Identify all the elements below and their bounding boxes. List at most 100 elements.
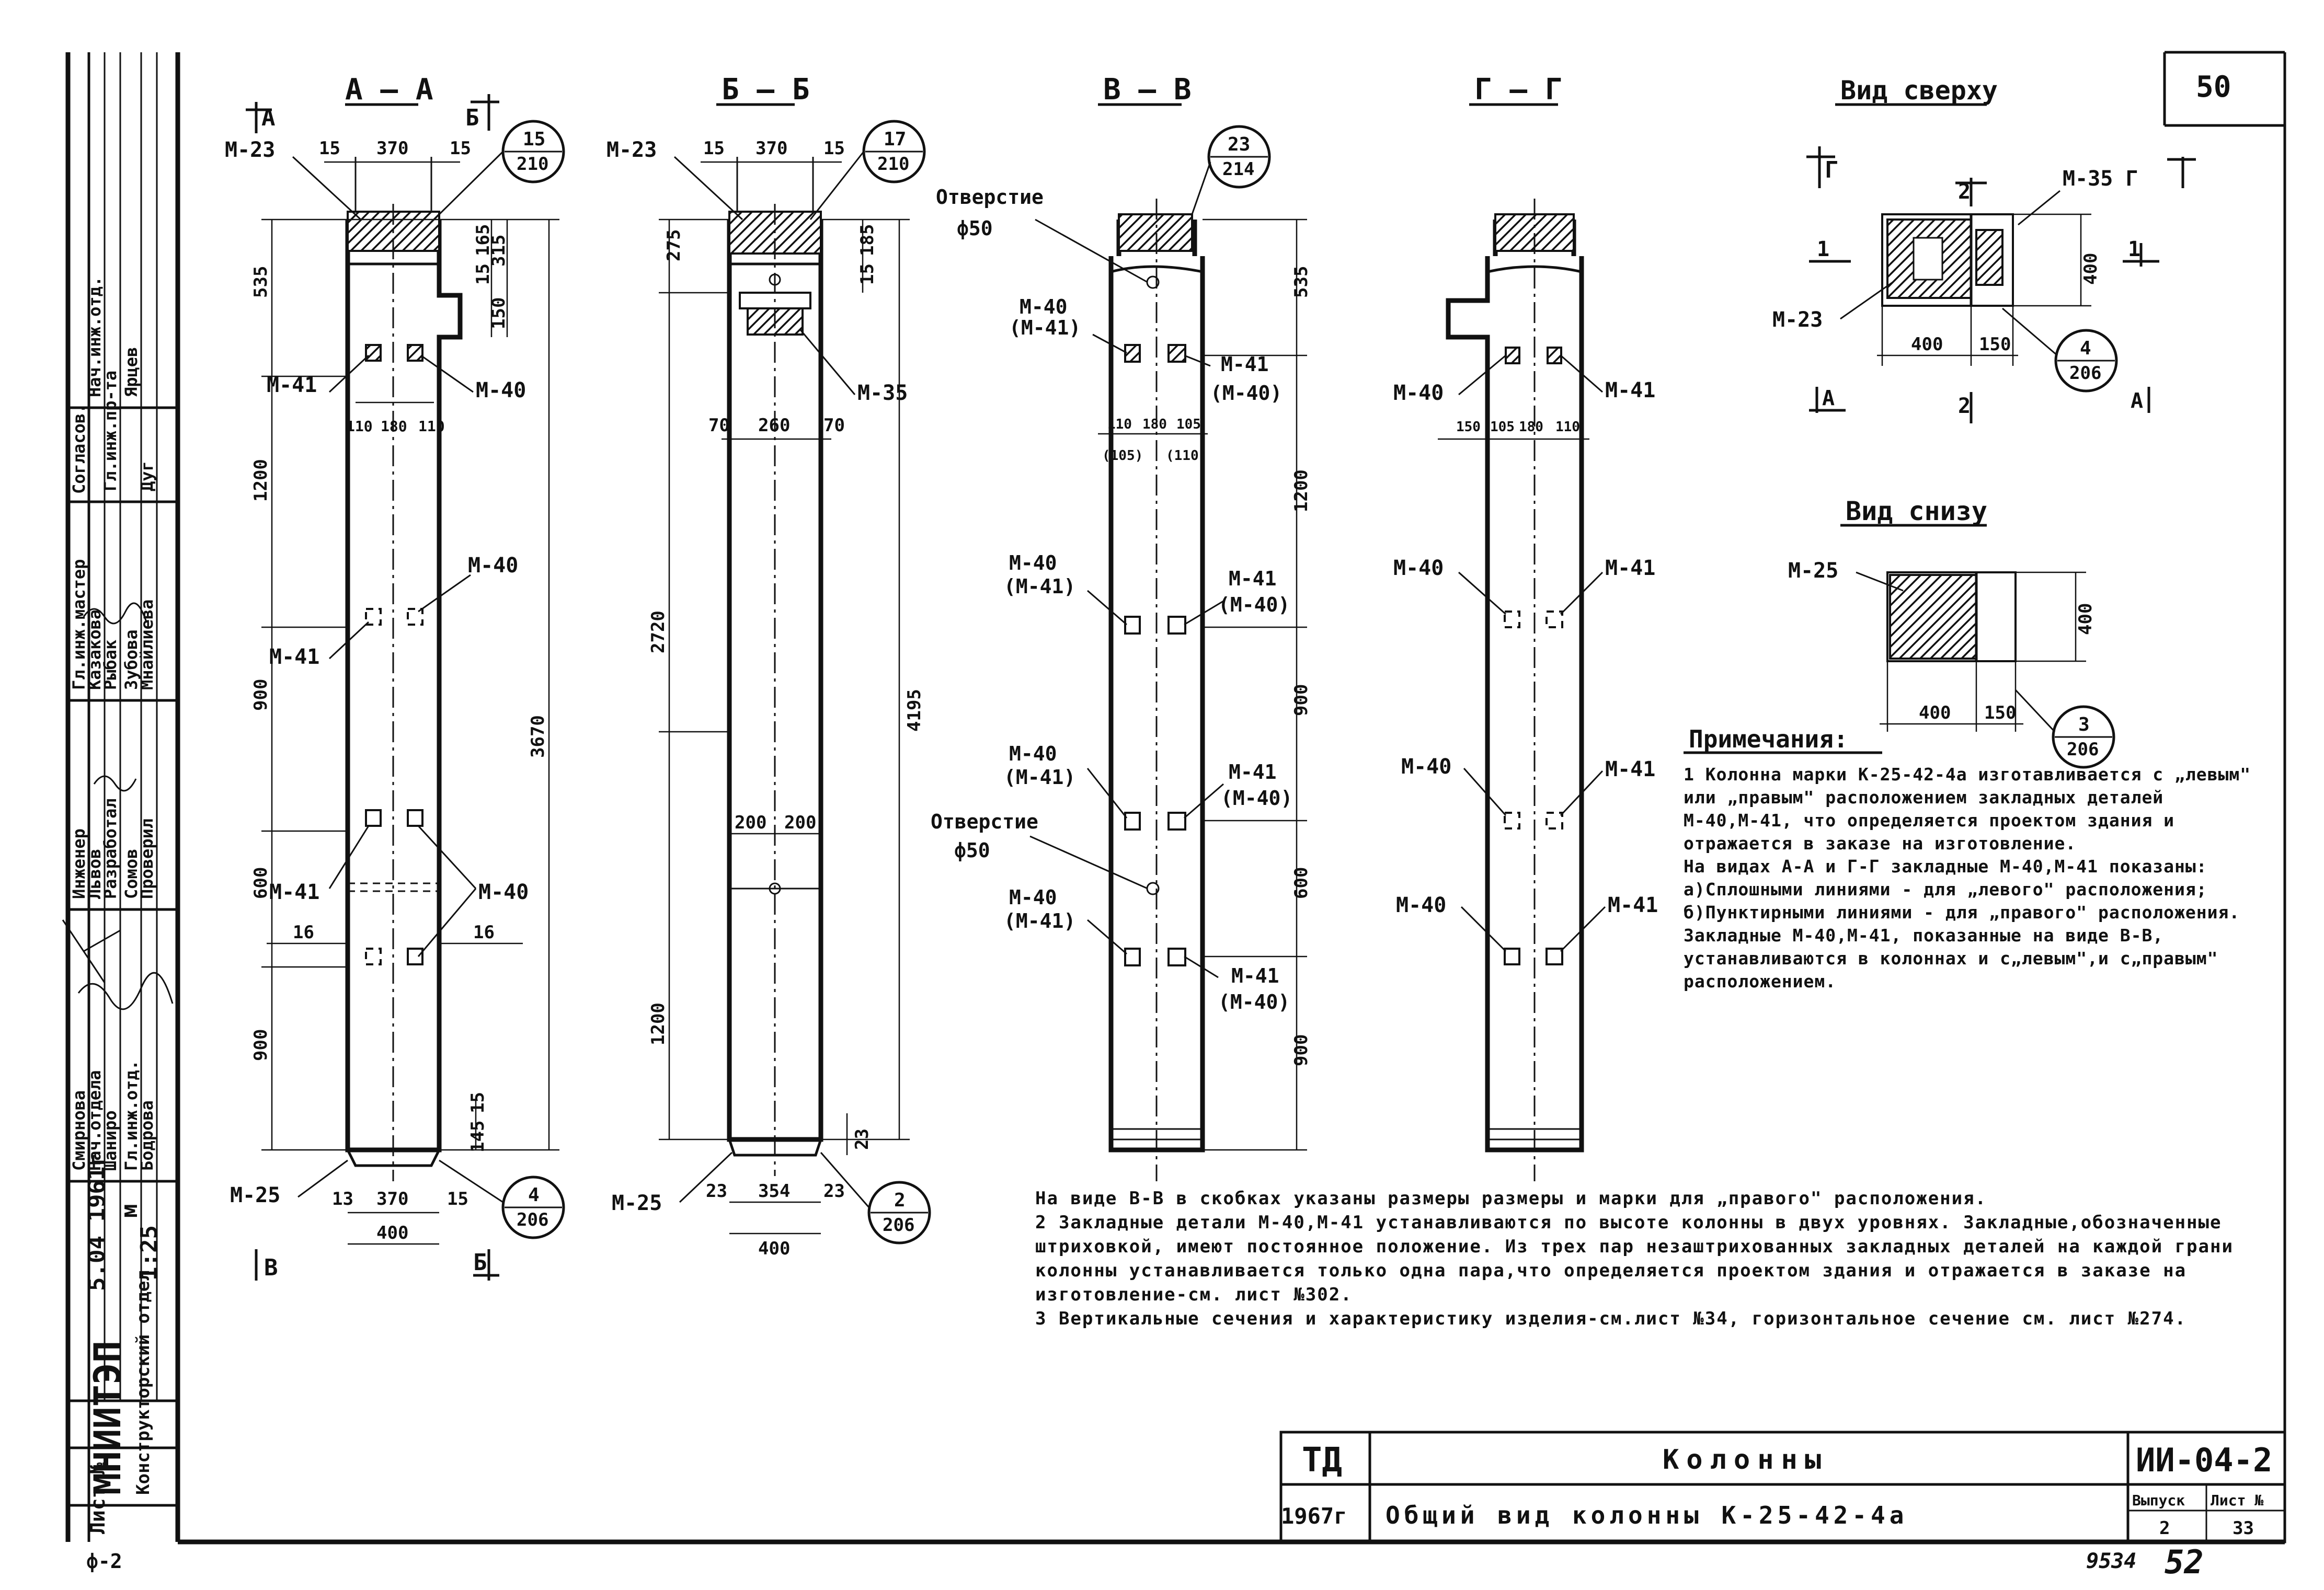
- dim-vv-1200: 1200: [1291, 469, 1312, 512]
- label-vv-m40d: (М-40): [1218, 593, 1290, 616]
- view-gg-title: Г — Г: [1474, 73, 1563, 107]
- dim-aa-315: 315: [488, 235, 509, 267]
- sig-role-3: Согласов.: [69, 404, 89, 494]
- dim-bb-185: 185: [857, 224, 878, 256]
- dim-top-150: 150: [1979, 334, 2011, 355]
- label-aa-m40c: М-40: [478, 880, 529, 904]
- label-aa-m40b: М-40: [468, 554, 518, 578]
- sig-name-11: Шаниро: [100, 1110, 120, 1171]
- note-1f: На виде В-В в скобках указаны размеры ра…: [1035, 1188, 1987, 1209]
- signature-rows: Нач.инж.отд. Ярцев Гл.инж.пр-та Дуг Согл…: [69, 276, 157, 1171]
- title-sheet-label: Лист №: [2211, 1492, 2263, 1509]
- view-top-title: Вид сверху: [1840, 75, 1998, 106]
- ref-bot-206: 206: [2067, 739, 2099, 760]
- ref-vv-23: 23: [1228, 134, 1250, 155]
- dim-aa-145: 145: [467, 1121, 488, 1153]
- label-vv-m40f: (М-40): [1221, 787, 1292, 810]
- sig-name-1: Ярцев: [121, 347, 141, 397]
- sig-role-2: Гл.инж.пр-та: [100, 371, 120, 491]
- stamp-footer: 5.04 1961г м 1:25 МНИИТЭП Конструкторски…: [84, 1153, 163, 1534]
- dim-aa-150: 150: [488, 297, 509, 329]
- dim-bb-1200: 1200: [648, 1003, 669, 1045]
- label-aa-m41a: М-41: [267, 373, 317, 397]
- label-gg-m40d: М-40: [1396, 893, 1446, 917]
- dim-bot-400h: 400: [2075, 603, 2096, 635]
- sig-role-12: Гл.инж.отд.: [121, 1060, 141, 1171]
- dim-bb-2720: 2720: [648, 610, 669, 653]
- label-vv-m41g: (М-41): [1004, 909, 1075, 932]
- label-vv-m41b: М-41: [1221, 353, 1269, 376]
- dim-bb-15c: 15: [857, 263, 878, 285]
- label-gg-m41d: М-41: [1608, 893, 1658, 917]
- label-vv-m40c: М-40: [1009, 551, 1057, 574]
- note-1: 1 Колонна марки К-25-42-4а изготавливает…: [1684, 764, 2251, 854]
- cut-aa-b: Б: [465, 105, 479, 131]
- top-cut1-right: 1: [2128, 237, 2140, 261]
- label-aa-m23: М-23: [225, 138, 275, 162]
- ref-aa-15: 15: [523, 129, 545, 150]
- label-top-m23: М-23: [1772, 308, 1823, 332]
- top-cut1-left: 1: [1817, 237, 1829, 261]
- view-top: Вид сверху Г М-35 Г 2 1 1 400 400 150 М-…: [1772, 75, 2196, 423]
- dim-aa-400: 400: [376, 1223, 408, 1243]
- dim-aa-15b: 15: [450, 138, 471, 159]
- label-vv-otv1: Отверстие: [936, 186, 1044, 209]
- label-vv-m40b: (М-40): [1210, 382, 1282, 405]
- label-vv-m40h: (М-40): [1218, 990, 1290, 1013]
- ref-bb-2: 2: [894, 1190, 906, 1211]
- title-code: ИИ-04-2: [2136, 1441, 2272, 1479]
- title-name: Колонны: [1663, 1444, 1828, 1476]
- note-1c: а)Сплошными линиями - для „левого" распо…: [1684, 879, 2207, 900]
- dim-vv-105p: (105): [1102, 448, 1143, 464]
- dim-bb-200b: 200: [784, 812, 816, 833]
- ref-aa-206: 206: [517, 1209, 548, 1230]
- dim-aa-15d: 15: [467, 1092, 488, 1113]
- top-g-left: Г: [1825, 157, 1839, 183]
- label-gg-m41b: М-41: [1605, 556, 1655, 580]
- dim-bb-70b: 70: [823, 415, 845, 436]
- dim-vv-180: 180: [1142, 417, 1167, 432]
- stamp-date: 5.04 1961г: [84, 1153, 110, 1291]
- notes-block: 1 Колонна марки К-25-42-4а изготавливает…: [1684, 764, 2251, 992]
- dim-vv-600: 600: [1291, 867, 1312, 899]
- ref-top: 4 206: [2002, 307, 2118, 393]
- label-vv-m40g: М-40: [1009, 886, 1057, 909]
- view-bb: Б — Б 275: [606, 73, 931, 1259]
- sig-name-10: Смирнова: [69, 1090, 89, 1171]
- dim-aa-900: 900: [250, 679, 271, 711]
- label-bb-m23: М-23: [606, 138, 657, 162]
- label-aa-m41c: М-41: [269, 880, 319, 904]
- label-gg-m40a: М-40: [1393, 381, 1444, 405]
- dim-top-400: 400: [1911, 334, 1943, 355]
- dim-bb-400: 400: [758, 1238, 790, 1259]
- stamp-org: МНИИТЭП: [86, 1341, 129, 1495]
- sig-role-4: Гл.инж.мастер: [69, 559, 89, 690]
- sig-name-6: Зубова: [121, 629, 141, 690]
- dim-vv-110: 110: [1107, 417, 1132, 432]
- ref-bottom: 3 206: [2014, 689, 2115, 769]
- ref-top-4: 4: [2080, 338, 2091, 359]
- label-aa-m25: М-25: [230, 1183, 280, 1207]
- handwritten-page: 52: [2165, 1543, 2204, 1581]
- label-aa-m41b: М-41: [269, 645, 319, 669]
- dim-aa-370: 370: [376, 138, 408, 159]
- ref-bb-bottom: 2 206: [820, 1152, 931, 1245]
- sig-name-4: Казакова: [85, 609, 105, 690]
- note-1e: Закладные М-40,М-41, показанные на виде …: [1684, 925, 2218, 992]
- sig-role-1: Нач.инж.отд.: [85, 276, 105, 397]
- label-gg-m40b: М-40: [1393, 556, 1444, 580]
- label-vv-phi2: ф50: [954, 839, 990, 862]
- ref-bb-top: 17 210: [809, 120, 926, 220]
- dim-aa-16b: 16: [473, 922, 495, 943]
- top-cut-a-left: А: [1822, 386, 1835, 410]
- dim-bb-70: 70: [708, 415, 730, 436]
- label-gg-m40c: М-40: [1401, 755, 1451, 779]
- dim-aa-370b: 370: [376, 1189, 408, 1209]
- dim-vv-535: 535: [1291, 266, 1312, 298]
- view-aa-title: А — А: [345, 73, 433, 107]
- sig-role-9: Разработал: [100, 798, 120, 899]
- dim-bb-260: 260: [758, 415, 790, 436]
- view-vv: В — В 535 110 180: [931, 73, 1312, 1181]
- view-vv-title: В — В: [1103, 73, 1192, 107]
- sig-role-8: Инженер: [69, 828, 89, 899]
